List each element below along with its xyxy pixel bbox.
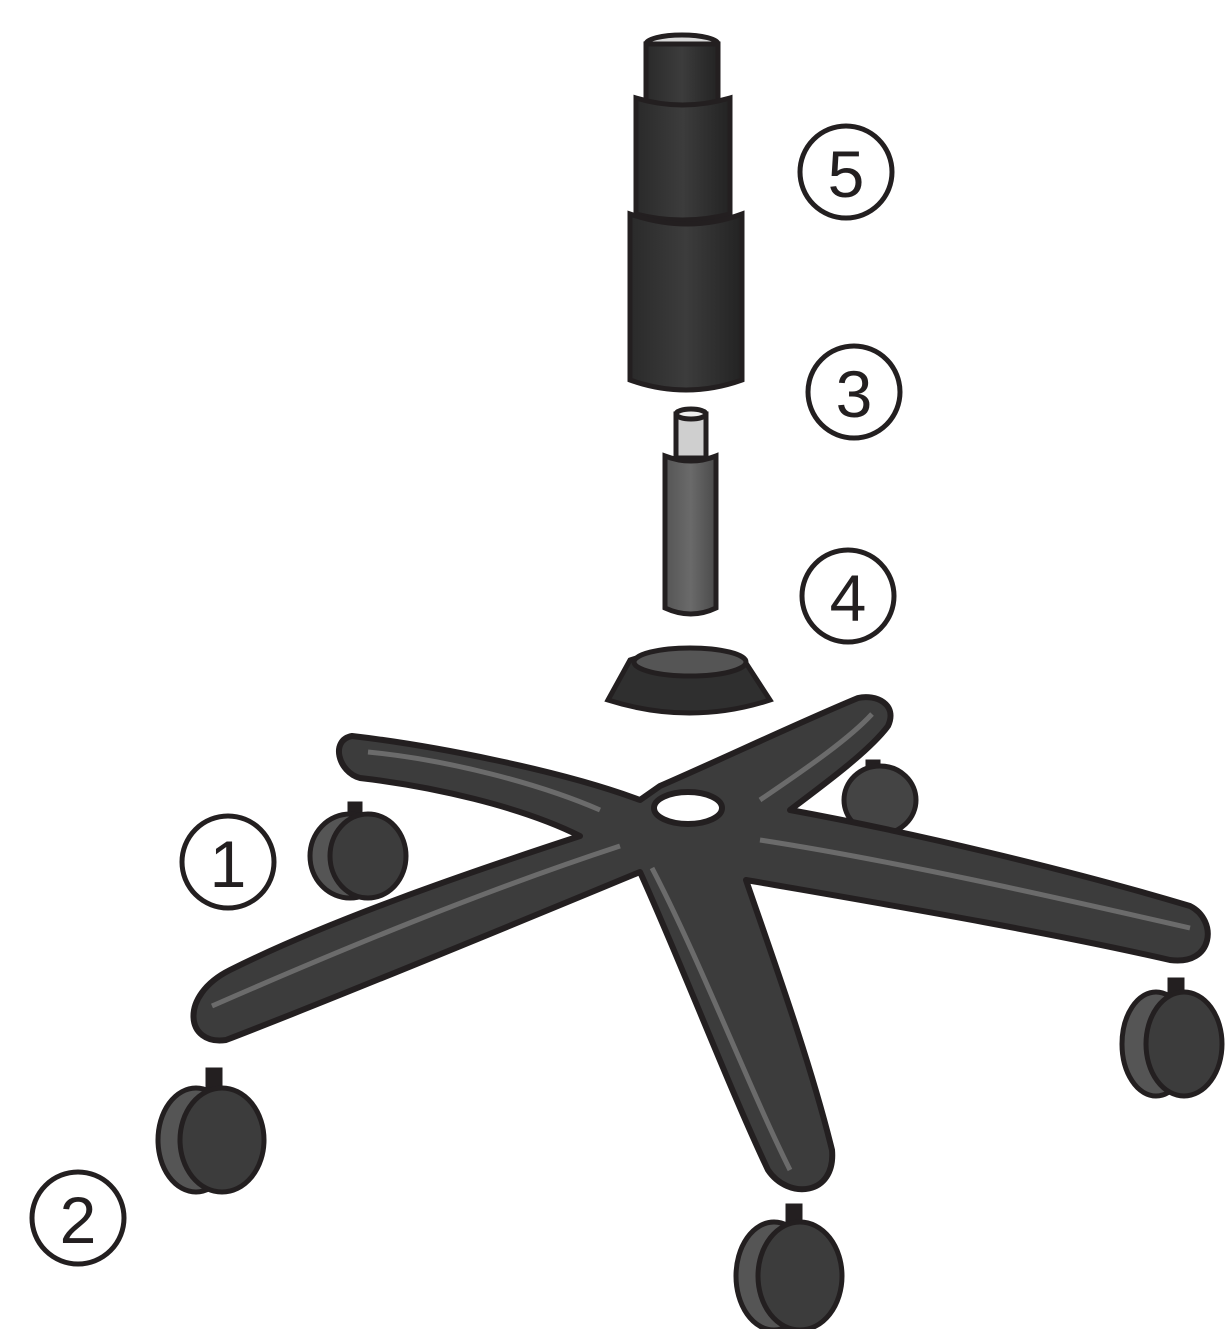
callout-2: 2	[32, 1172, 124, 1264]
callout-3-number: 3	[836, 357, 873, 431]
callout-1: 1	[182, 816, 274, 908]
gas-cylinder-part	[665, 409, 716, 614]
caster-back-left	[310, 804, 406, 898]
caster-front-left	[158, 1070, 264, 1192]
callout-2-number: 2	[60, 1183, 97, 1257]
five-star-base-part	[193, 697, 1207, 1189]
callout-4-number: 4	[830, 561, 867, 635]
callout-3: 3	[808, 346, 900, 438]
callout-1-number: 1	[210, 827, 247, 901]
base-hub-socket	[608, 648, 770, 713]
telescopic-cover-part	[630, 35, 742, 390]
caster-front-right	[1122, 980, 1222, 1096]
caster-front-center	[736, 1206, 842, 1329]
callout-4: 4	[802, 550, 894, 642]
callout-5: 5	[800, 126, 892, 218]
callout-5-number: 5	[828, 137, 865, 211]
